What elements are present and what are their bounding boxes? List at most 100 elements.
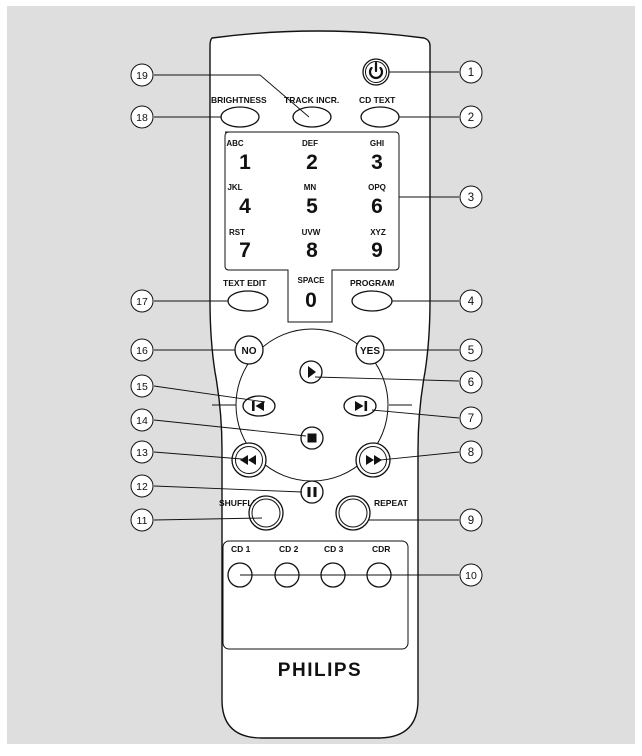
next-button[interactable] <box>343 395 377 417</box>
callout-10 <box>459 563 483 587</box>
program-label: PROGRAM <box>350 278 394 288</box>
cd3-label: CD 3 <box>324 544 344 554</box>
callout-8 <box>459 440 483 464</box>
key-1[interactable]: 1 <box>239 151 251 174</box>
keypad-frame <box>224 131 400 323</box>
track-incr-button[interactable] <box>292 106 332 128</box>
play-icon <box>308 366 316 378</box>
callout-14-text: 14 <box>136 415 148 427</box>
key-3[interactable]: 3 <box>371 151 383 174</box>
key-7[interactable]: 7 <box>239 239 251 262</box>
yes-button[interactable]: YES <box>355 335 385 365</box>
stop-button[interactable] <box>300 426 324 450</box>
callout-2 <box>459 105 483 129</box>
brightness-button[interactable] <box>220 106 260 128</box>
callouts-left: 19 18 17 16 15 14 13 12 11 <box>130 63 154 532</box>
callout-8-text: 8 <box>468 447 474 459</box>
key-8-letters: UVW <box>302 228 321 237</box>
key-9[interactable]: 9 <box>371 239 383 262</box>
play-button[interactable] <box>299 360 323 384</box>
remote-body <box>209 30 431 739</box>
callout-6 <box>459 370 483 394</box>
cd2-label: CD 2 <box>279 544 299 554</box>
callout-5-text: 5 <box>468 345 474 357</box>
cd-panel-frame <box>222 540 409 650</box>
callout-1-text: 1 <box>468 67 474 79</box>
cd-text-button[interactable] <box>360 106 400 128</box>
key-4-letters: JKL <box>227 183 242 192</box>
previous-button[interactable] <box>242 395 276 417</box>
brand-logo: PHILIPS <box>278 660 362 681</box>
callout-19-text: 19 <box>136 70 148 82</box>
key-0[interactable]: 0 <box>305 289 317 312</box>
callout-13-text: 13 <box>136 447 148 459</box>
rewind-button[interactable] <box>231 442 267 478</box>
no-label: NO <box>242 346 257 357</box>
callout-13 <box>130 440 154 464</box>
key-6[interactable]: 6 <box>371 195 383 218</box>
callout-6-text: 6 <box>468 377 474 389</box>
yes-label: YES <box>360 346 380 357</box>
fast-forward-button[interactable] <box>355 442 391 478</box>
callout-18-text: 18 <box>136 112 148 124</box>
callout-14 <box>130 408 154 432</box>
track-incr-label: TRACK INCR. <box>284 95 339 105</box>
previous-track-icon <box>252 401 264 411</box>
key-3-letters: GHI <box>370 139 384 148</box>
rewind-icon <box>240 455 256 465</box>
text-edit-label: TEXT EDIT <box>223 278 267 288</box>
program-button[interactable] <box>351 290 393 312</box>
callout-10-text: 10 <box>465 570 477 582</box>
fast-forward-icon <box>366 455 382 465</box>
callout-5 <box>459 338 483 362</box>
callout-17-text: 17 <box>136 296 148 308</box>
cd1-label: CD 1 <box>231 544 251 554</box>
callout-17 <box>130 289 154 313</box>
key-7-letters: RST <box>229 228 245 237</box>
callouts-right: 1 2 3 4 5 6 7 8 9 10 <box>459 60 483 587</box>
space-label: SPACE <box>298 276 326 285</box>
pause-icon <box>307 487 317 497</box>
callout-16-text: 16 <box>136 345 148 357</box>
callout-4-text: 4 <box>468 296 475 308</box>
shuffle-button[interactable] <box>248 495 284 531</box>
callout-2-text: 2 <box>468 112 474 124</box>
callout-7 <box>459 406 483 430</box>
callout-18 <box>130 105 154 129</box>
callout-7-text: 7 <box>468 413 474 425</box>
key-1-letters: ABC <box>226 139 244 148</box>
leader-lines <box>153 71 460 576</box>
cd-text-label: CD TEXT <box>359 95 396 105</box>
callout-15 <box>130 374 154 398</box>
key-4[interactable]: 4 <box>239 195 251 218</box>
cdr-label: CDR <box>372 544 390 554</box>
next-track-icon <box>355 401 368 411</box>
key-8[interactable]: 8 <box>306 239 318 262</box>
callout-4 <box>459 289 483 313</box>
text-edit-button[interactable] <box>227 290 269 312</box>
callout-11-text: 11 <box>137 515 148 527</box>
callout-12 <box>130 474 154 498</box>
callout-3 <box>459 185 483 209</box>
callout-16 <box>130 338 154 362</box>
key-2[interactable]: 2 <box>306 151 318 174</box>
keypad: ABC 1 DEF 2 GHI 3 JKL 4 MN 5 OPQ 6 RST 7… <box>226 139 386 312</box>
key-9-letters: XYZ <box>370 228 386 237</box>
key-5[interactable]: 5 <box>306 195 318 218</box>
power-button[interactable] <box>362 58 390 86</box>
callout-1 <box>459 60 483 84</box>
pause-button[interactable] <box>300 480 324 504</box>
key-2-letters: DEF <box>302 139 318 148</box>
key-6-letters: OPQ <box>368 183 386 192</box>
callout-15-text: 15 <box>136 381 148 393</box>
key-5-letters: MN <box>304 183 317 192</box>
stop-icon <box>307 433 317 443</box>
power-icon <box>368 66 384 80</box>
shuffle-label: SHUFFLE <box>219 498 259 508</box>
callout-19 <box>130 63 154 87</box>
callout-9 <box>459 508 483 532</box>
repeat-button[interactable] <box>335 495 371 531</box>
no-button[interactable]: NO <box>234 335 264 365</box>
